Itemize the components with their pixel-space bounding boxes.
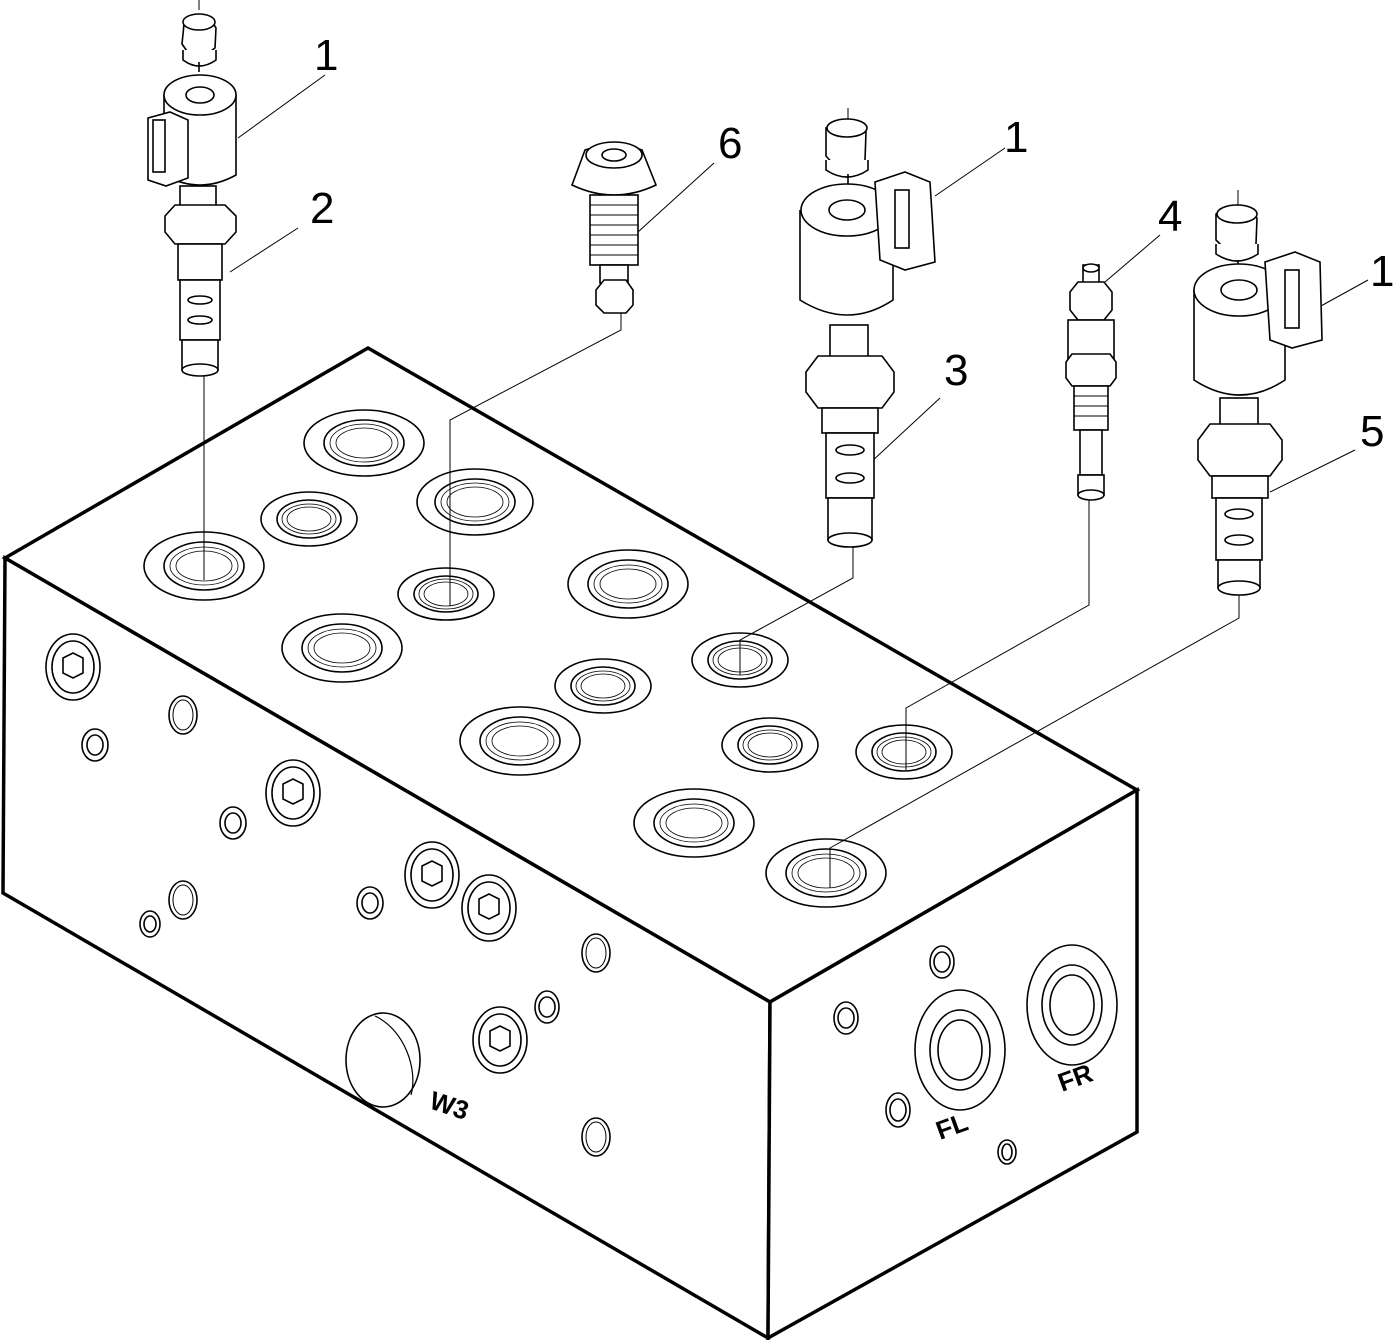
small-port (219, 806, 247, 840)
top-port (416, 468, 534, 536)
callout-2: 2 (310, 184, 334, 233)
top-port (303, 409, 425, 477)
relief-valve-4 (1065, 263, 1117, 501)
top-port (633, 788, 755, 858)
hex-plug (472, 1006, 528, 1074)
w3-port (345, 1012, 421, 1108)
top-port (281, 613, 403, 683)
small-port (581, 933, 611, 973)
callout-3: 3 (944, 346, 968, 395)
callout-1-right: 1 (1370, 247, 1394, 296)
hex-plug (265, 759, 321, 827)
check-valve-6 (570, 141, 658, 314)
small-port (356, 886, 384, 920)
small-port (997, 1139, 1017, 1165)
leader-lines (198, 0, 1369, 888)
manifold-block (1, 345, 1141, 1340)
hex-plug (461, 874, 517, 942)
small-port (581, 1117, 611, 1157)
front-face-fittings (45, 633, 611, 1157)
top-port (554, 658, 652, 714)
top-port (567, 549, 689, 619)
small-port (168, 880, 198, 920)
callout-5: 5 (1360, 407, 1384, 456)
top-port (397, 567, 495, 621)
solenoid-cartridge-valve-2 (147, 13, 237, 377)
end-face-fittings (833, 944, 1118, 1165)
top-port (459, 706, 581, 776)
callout-numbers: 1 2 6 1 3 4 1 5 (310, 31, 1394, 456)
hex-plug (404, 841, 460, 909)
callout-6: 6 (718, 119, 742, 168)
small-port (168, 695, 198, 735)
solenoid-cartridge-valve-3 (799, 118, 936, 548)
small-port (139, 910, 161, 938)
small-port (929, 945, 955, 979)
callout-1-left: 1 (314, 31, 338, 80)
small-port (833, 1001, 859, 1035)
fl-port (914, 989, 1006, 1111)
hex-plug (45, 633, 101, 701)
callout-4: 4 (1158, 192, 1182, 241)
top-port (855, 724, 953, 780)
small-port (81, 728, 109, 762)
top-port (765, 838, 887, 908)
top-port (260, 491, 358, 547)
small-port (885, 1092, 911, 1128)
top-port (721, 717, 819, 773)
top-face-ports (143, 409, 953, 908)
callout-1-center: 1 (1004, 113, 1028, 162)
fr-port (1026, 944, 1118, 1066)
solenoid-cartridge-valve-5 (1193, 204, 1323, 596)
small-port (534, 990, 560, 1024)
